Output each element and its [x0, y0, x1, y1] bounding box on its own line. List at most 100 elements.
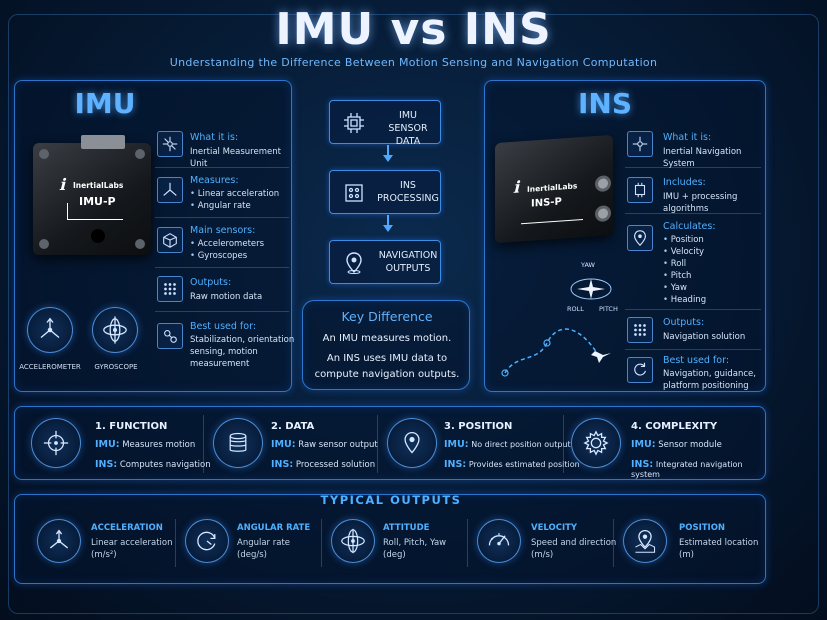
imu-info-0-title: What it is: — [190, 132, 239, 143]
ins-info-2-bullet-5: Heading — [663, 294, 763, 306]
chip-icon — [627, 177, 653, 203]
ins-info-2-bullet-3: Pitch — [663, 270, 763, 282]
axes-icon — [157, 177, 183, 203]
grid-icon — [157, 276, 183, 302]
ins-info-2-bullet-2: Roll — [663, 258, 763, 270]
map-pin-icon — [623, 519, 667, 563]
airplane-attitude-icon — [561, 271, 621, 307]
output-2-line2: (deg) — [383, 550, 406, 560]
comparison-2-imu-key: IMU: — [444, 439, 469, 450]
comparison-2-imu: No direct position output — [471, 440, 571, 449]
comparison-0-imu-key: IMU: — [95, 439, 120, 450]
imu-info-2-bullet-1: Gyroscopes — [190, 250, 290, 262]
flow-step-navigation-outputs: NAVIGATION OUTPUTS — [329, 240, 441, 284]
comparison-2-ins-key: INS: — [444, 459, 467, 470]
imu-info-1-bullet-0: Linear acceleration — [190, 188, 290, 200]
imu-info-1-bullet-1: Angular rate — [190, 200, 290, 212]
typical-outputs-title: TYPICAL OUTPUTS — [320, 493, 462, 507]
page-subtitle: Understanding the Difference Between Mot… — [169, 56, 658, 69]
ins-info-4-title: Best used for: — [663, 355, 730, 366]
comparison-1-ins-key: INS: — [271, 459, 294, 470]
flow-step-1-line1: INS — [400, 180, 416, 191]
output-4-title: POSITION — [679, 523, 726, 533]
output-0-title: ACCELERATION — [91, 523, 163, 533]
outer-frame — [8, 14, 819, 614]
comparison-3-imu-key: IMU: — [631, 439, 656, 450]
imu-info-4-line-0: Stabilization, orientation — [190, 335, 295, 345]
ins-info-0-title: What it is: — [663, 132, 712, 143]
imu-panel: IMU ℹ InertialLabs IMU-P ACCELEROMETER G… — [14, 80, 294, 392]
ins-info-2-title: Calculates: — [663, 221, 716, 232]
roll-label: ROLL — [567, 305, 584, 313]
ins-info-2-bullet-4: Yaw — [663, 282, 763, 294]
imu-info-0-line: Inertial Measurement Unit — [190, 147, 281, 169]
gear-network-icon — [157, 323, 183, 349]
output-1-line1: Angular rate — [237, 538, 291, 548]
imu-device-brand: InertialLabs — [73, 181, 124, 190]
key-difference-line3: compute navigation outputs. — [314, 369, 460, 380]
comparison-0-ins: Computes navigation — [119, 460, 211, 470]
flow-step-imu-sensor-data: IMU SENSOR DATA — [329, 100, 441, 147]
imu-device-image: ℹ InertialLabs IMU-P — [33, 135, 151, 255]
comparison-1-ins: Processed solution — [295, 460, 376, 470]
output-3-line1: Speed and direction — [531, 538, 617, 548]
comparison-3-imu: Sensor module — [658, 440, 722, 450]
comparison-3-title: 4. COMPLEXITY — [631, 421, 718, 432]
ins-info-3-title: Outputs: — [663, 317, 705, 328]
imu-info-4-title: Best used for: — [190, 321, 257, 332]
output-1-line2: (deg/s) — [237, 550, 267, 560]
brand-logo-icon: ℹ — [59, 175, 66, 194]
ins-info-3-line: Navigation solution — [663, 332, 746, 342]
flow-step-0-line1: IMU — [399, 110, 417, 121]
refresh-pin-icon — [627, 357, 653, 383]
imu-label: IMU — [74, 87, 136, 120]
key-difference-line2: An INS uses IMU data to — [326, 353, 448, 364]
ins-panel: INS ℹ InertialLabs INS-P YAW ROLL PITCH … — [484, 80, 766, 392]
flow-step-0-line2: SENSOR DATA — [388, 123, 428, 147]
ins-info-1-line: IMU + processing algorithms — [663, 192, 738, 214]
grid-icon — [627, 317, 653, 343]
page-title: IMU vs INS — [275, 4, 552, 55]
location-pin-icon — [342, 251, 366, 275]
imu-info-3-line: Raw motion data — [190, 292, 263, 302]
ins-info-4-line-1: platform positioning — [663, 381, 749, 391]
trajectory-path-icon — [497, 313, 617, 383]
ins-info-2-bullet-1: Velocity — [663, 246, 763, 258]
processor-icon — [342, 181, 366, 205]
output-3-line2: (m/s) — [531, 550, 554, 560]
ins-info-2-bullet-0: Position — [663, 234, 763, 246]
comparison-2-title: 3. POSITION — [444, 421, 513, 432]
database-icon — [213, 418, 263, 468]
location-pin-icon — [387, 418, 437, 468]
flow-step-2-line1: NAVIGATION — [378, 250, 438, 261]
ins-device-image: ℹ InertialLabs INS-P — [495, 134, 613, 244]
output-2-line1: Roll, Pitch, Yaw — [383, 538, 447, 548]
ins-info-1-title: Includes: — [663, 177, 706, 188]
output-2-title: ATTITUDE — [383, 523, 430, 533]
gyroscope-label: GYROSCOPE — [94, 363, 138, 371]
ins-info-0-line: Inertial Navigation System — [663, 147, 742, 169]
acceleration-icon — [37, 519, 81, 563]
comparison-0-ins-key: INS: — [95, 459, 118, 470]
speedometer-icon — [477, 519, 521, 563]
attitude-icon — [331, 519, 375, 563]
comparison-3-ins: Integrated navigation system — [631, 460, 743, 479]
arrow-down-icon — [383, 155, 393, 162]
imu-device-model: IMU-P — [79, 195, 116, 208]
flow-step-2-line2: OUTPUTS — [385, 263, 431, 274]
comparison-1-title: 2. DATA — [271, 421, 315, 432]
crosshair-icon — [31, 418, 81, 468]
ins-info-4-line-0: Navigation, guidance, — [663, 369, 756, 379]
imu-info-3-title: Outputs: — [190, 277, 232, 288]
angular-rate-icon — [185, 519, 229, 563]
pitch-label: PITCH — [599, 305, 618, 313]
ins-device-model: INS-P — [531, 196, 562, 210]
gyroscope-icon — [92, 307, 138, 353]
key-difference-title: Key Difference — [341, 309, 433, 324]
ins-device-brand: InertialLabs — [527, 181, 578, 194]
comparison-panel: 1. FUNCTION IMU: Measures motion INS: Co… — [14, 406, 766, 480]
output-1-title: ANGULAR RATE — [237, 523, 311, 533]
output-3-title: VELOCITY — [531, 523, 578, 533]
yaw-label: YAW — [581, 261, 595, 269]
